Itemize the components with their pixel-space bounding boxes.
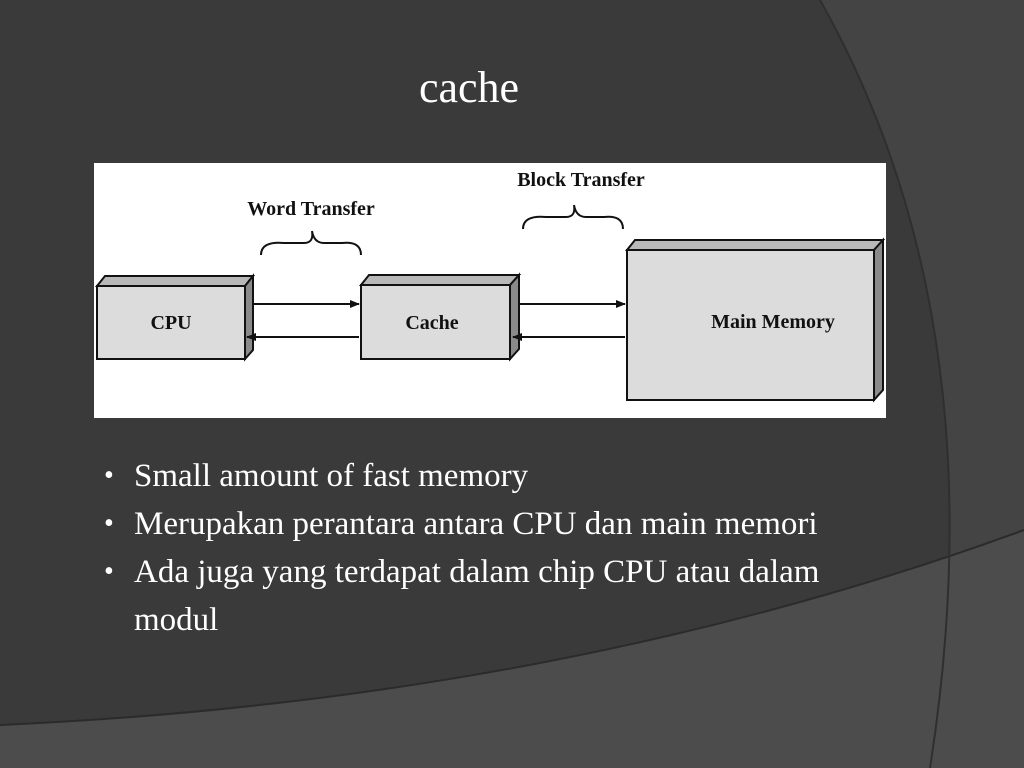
main-memory-label: Main Memory: [711, 311, 835, 333]
cache-label: Cache: [405, 312, 458, 334]
bullet-item: • Merupakan perantara antara CPU dan main…: [104, 500, 884, 548]
cpu-box: CPU: [94, 273, 256, 362]
bullet-text: Small amount of fast memory: [134, 458, 529, 494]
bullet-dot: •: [104, 508, 114, 539]
slide-title: cache: [418, 63, 520, 112]
word-transfer-brace: [260, 230, 362, 256]
block-transfer-brace: [522, 204, 624, 230]
block-transfer-label: Block Transfer: [517, 169, 645, 191]
cpu-label: CPU: [150, 312, 191, 334]
cache-box: Cache: [358, 272, 522, 362]
word-transfer-label: Word Transfer: [247, 198, 375, 220]
main-memory-box: Main Memory: [624, 237, 886, 403]
bullet-text: Merupakan perantara antara CPU dan main …: [134, 506, 818, 542]
bullet-dot: •: [104, 460, 114, 491]
bullet-item: • Ada juga yang terdapat dalam chip CPU a…: [104, 548, 884, 644]
bullet-text: Ada juga yang terdapat dalam chip CPU at…: [134, 554, 820, 638]
bullet-dot: •: [104, 556, 114, 587]
bullet-list: • Small amount of fast memory • Merupakan …: [104, 452, 884, 644]
cache-diagram: Word Transfer Block Transfer CPU Cache M…: [94, 163, 886, 418]
bullet-item: • Small amount of fast memory: [104, 452, 884, 500]
